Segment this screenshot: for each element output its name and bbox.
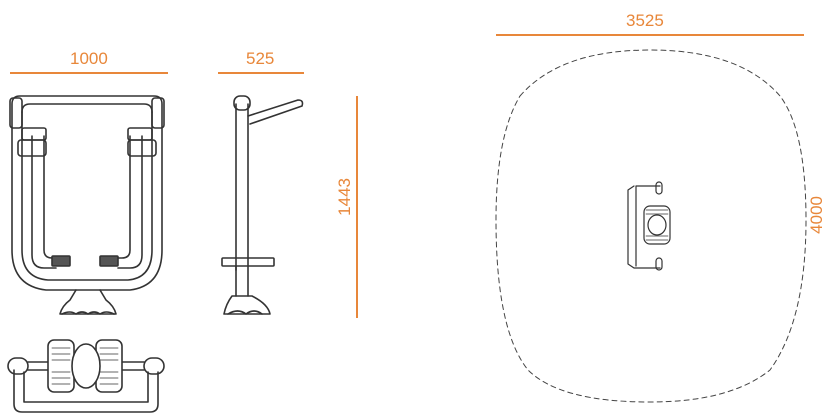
zone-width-label: 3525 xyxy=(626,11,664,30)
side-depth-line xyxy=(218,72,304,74)
front-width-line xyxy=(10,72,168,74)
side-depth-label: 525 xyxy=(246,49,275,68)
safety-zone-outline xyxy=(495,49,807,403)
front-view xyxy=(9,95,165,315)
zone-width-line xyxy=(496,34,804,36)
front-width-label: 1000 xyxy=(70,49,108,68)
top-view xyxy=(7,339,165,413)
zone-equipment-icon xyxy=(627,181,671,271)
height-line xyxy=(356,96,358,318)
side-view xyxy=(221,95,304,315)
